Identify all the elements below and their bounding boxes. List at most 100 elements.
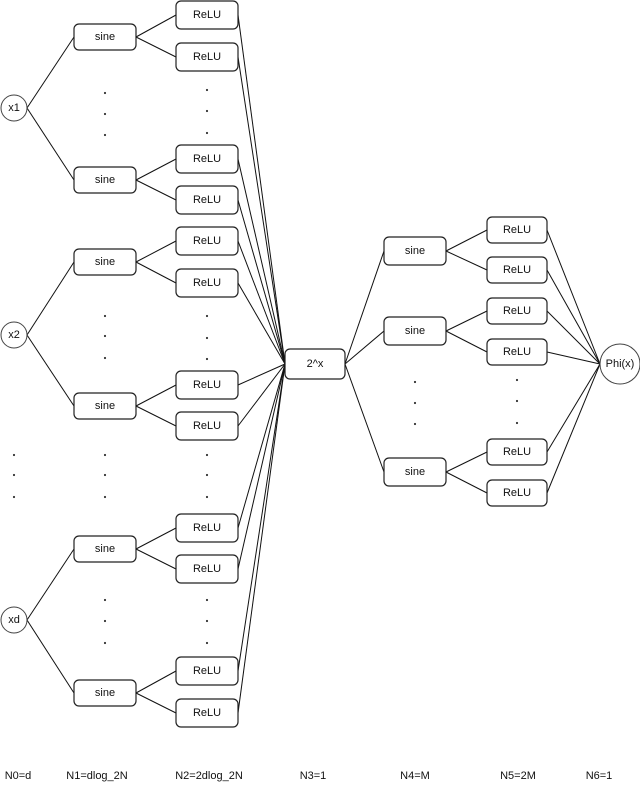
edge-sine-relu bbox=[135, 405, 177, 427]
sine-node: sine bbox=[73, 248, 137, 276]
edge-input-sine bbox=[26, 619, 75, 694]
edge-sine-relu bbox=[135, 240, 177, 263]
edge-relu-exp bbox=[237, 363, 286, 714]
ellipsis-dot bbox=[515, 399, 519, 403]
ellipsis-dot bbox=[103, 598, 107, 602]
edge-relu-exp bbox=[237, 282, 286, 365]
ellipsis-dot bbox=[103, 91, 107, 95]
edge-sine-relu bbox=[135, 261, 177, 284]
exp-node: 2^x bbox=[284, 348, 346, 380]
sine-node-label: sine bbox=[405, 466, 425, 478]
input-node-xd-label: xd bbox=[8, 614, 20, 626]
sine-node-label: sine bbox=[405, 325, 425, 337]
sine-node-label: sine bbox=[95, 543, 115, 555]
sine-node-label: sine bbox=[95, 31, 115, 43]
relu-node: ReLU bbox=[175, 185, 239, 215]
edge-sine-relu bbox=[135, 36, 177, 58]
edge-relu-exp bbox=[237, 363, 286, 386]
input-node-x1: x1 bbox=[0, 94, 28, 122]
edge-sine-relu bbox=[135, 179, 177, 201]
ellipsis-dot bbox=[103, 334, 107, 338]
relu-node: ReLU bbox=[175, 268, 239, 298]
edge-sine-relu bbox=[135, 527, 177, 550]
edge-exp-sine bbox=[344, 250, 385, 365]
ellipsis-dot bbox=[205, 314, 209, 318]
sine-node-label: sine bbox=[95, 687, 115, 699]
relu-node-label: ReLU bbox=[503, 487, 531, 499]
input-node-x2-label: x2 bbox=[8, 329, 20, 341]
relu-node: ReLU bbox=[486, 438, 548, 466]
exp-node-label: 2^x bbox=[307, 358, 324, 370]
ellipsis-dot bbox=[515, 378, 519, 382]
edge-sine-relu bbox=[135, 692, 177, 714]
edge-relu-output bbox=[546, 351, 601, 365]
ellipsis-dot bbox=[103, 133, 107, 137]
ellipsis-dot bbox=[103, 473, 107, 477]
relu-node: ReLU bbox=[175, 370, 239, 400]
sine-node-label: sine bbox=[95, 256, 115, 268]
edge-sine-relu bbox=[445, 451, 488, 473]
ellipsis-dot bbox=[103, 453, 107, 457]
edge-relu-output bbox=[546, 229, 601, 365]
relu-node: ReLU bbox=[175, 513, 239, 543]
relu-node-label: ReLU bbox=[503, 224, 531, 236]
sine-node: sine bbox=[73, 679, 137, 707]
relu-node-label: ReLU bbox=[193, 277, 221, 289]
input-node-x1-label: x1 bbox=[8, 102, 20, 114]
relu-node-label: ReLU bbox=[503, 305, 531, 317]
relu-node: ReLU bbox=[175, 698, 239, 728]
ellipsis-dot bbox=[205, 131, 209, 135]
output-node: Phi(x) bbox=[599, 343, 640, 385]
ellipsis-dot bbox=[205, 109, 209, 113]
edge-sine-relu bbox=[135, 548, 177, 570]
relu-node-label: ReLU bbox=[193, 707, 221, 719]
relu-node-label: ReLU bbox=[193, 665, 221, 677]
edge-sine-relu bbox=[445, 330, 488, 353]
relu-node-label: ReLU bbox=[503, 346, 531, 358]
sine-node: sine bbox=[73, 166, 137, 194]
relu-node-label: ReLU bbox=[193, 153, 221, 165]
edge-relu-exp bbox=[237, 158, 286, 365]
ellipsis-dot bbox=[103, 641, 107, 645]
edge-exp-sine bbox=[344, 363, 385, 473]
ellipsis-dot bbox=[205, 336, 209, 340]
ellipsis-dot bbox=[413, 380, 417, 384]
edge-input-sine bbox=[26, 107, 75, 181]
relu-node-label: ReLU bbox=[193, 235, 221, 247]
edge-sine-relu bbox=[445, 250, 488, 271]
relu-node: ReLU bbox=[175, 144, 239, 174]
layer-label: N4=M bbox=[400, 770, 430, 782]
edge-input-sine bbox=[26, 548, 75, 621]
relu-node: ReLU bbox=[175, 411, 239, 441]
layer-label: N6=1 bbox=[586, 770, 613, 782]
sine-node: sine bbox=[73, 535, 137, 563]
layer-label: N0=d bbox=[5, 770, 32, 782]
relu-node: ReLU bbox=[175, 554, 239, 584]
edge-relu-exp bbox=[237, 363, 286, 427]
relu-node-label: ReLU bbox=[193, 194, 221, 206]
ellipsis-dot bbox=[205, 88, 209, 92]
edge-relu-output bbox=[546, 363, 601, 494]
relu-node: ReLU bbox=[175, 226, 239, 256]
edge-input-sine bbox=[26, 334, 75, 407]
ellipsis-dot bbox=[103, 495, 107, 499]
relu-node: ReLU bbox=[486, 479, 548, 507]
edge-relu-exp bbox=[237, 363, 286, 570]
edge-relu-exp bbox=[237, 363, 286, 529]
edge-exp-sine bbox=[344, 330, 385, 365]
ellipsis-dot bbox=[205, 495, 209, 499]
ellipsis-dot bbox=[205, 357, 209, 361]
sine-node-label: sine bbox=[95, 174, 115, 186]
ellipsis-dot bbox=[12, 453, 16, 457]
sine-node: sine bbox=[383, 457, 447, 487]
edge-sine-relu bbox=[445, 310, 488, 332]
layer-label: N1=dlog_2N bbox=[66, 770, 128, 782]
sine-node: sine bbox=[73, 23, 137, 51]
edge-relu-output bbox=[546, 269, 601, 365]
edge-relu-exp bbox=[237, 199, 286, 365]
layer-label: N5=2M bbox=[500, 770, 536, 782]
ellipsis-dot bbox=[12, 473, 16, 477]
relu-node-label: ReLU bbox=[193, 420, 221, 432]
edge-relu-exp bbox=[237, 240, 286, 365]
